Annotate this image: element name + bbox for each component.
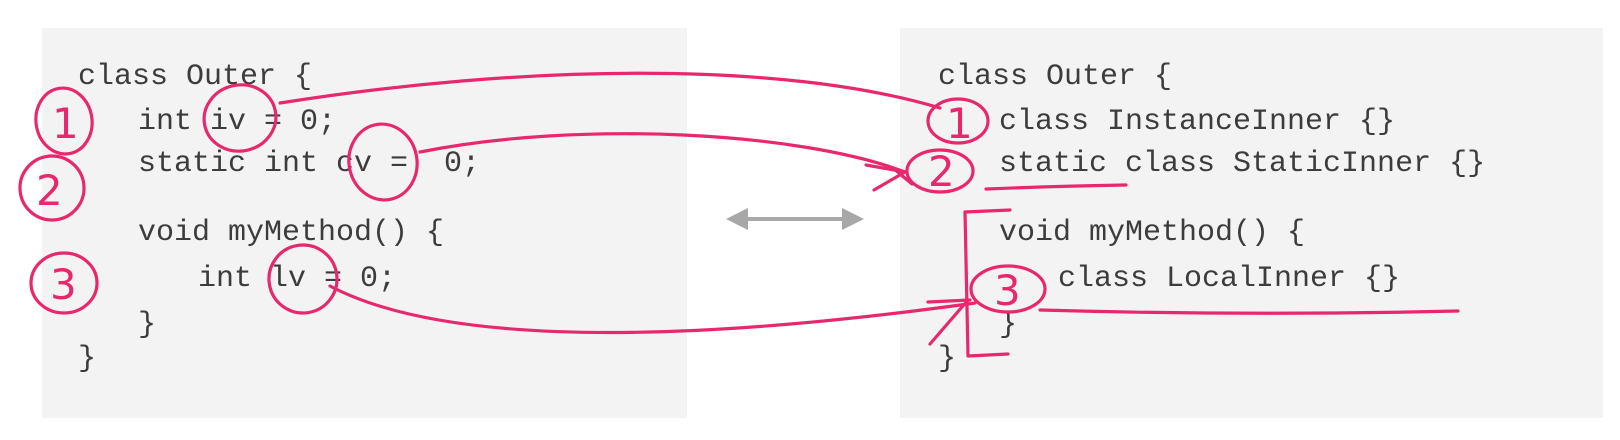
left-code-line-class-outer: class Outer { [78,60,313,94]
right-code-line-local-inner: class LocalInner {} [1058,262,1401,296]
right-code-line-method: void myMethod() { [999,216,1306,250]
left-code-panel: class Outer { int iv = 0; static int cv … [42,28,687,418]
left-code-line-method-close: } [138,308,157,342]
right-code-line-class-outer: class Outer { [938,60,1173,94]
right-code-line-instance-inner: class InstanceInner {} [999,105,1396,139]
left-code-line-local-var: int lv = 0; [198,262,397,296]
left-code-line-class-close: } [78,342,97,376]
right-code-line-class-close: } [938,342,957,376]
left-code-line-instance-var: int iv = 0; [138,105,337,139]
right-code-line-static-inner: static class StaticInner {} [999,147,1486,181]
left-code-line-static-var: static int cv = 0; [138,147,481,181]
double-arrow-icon [726,208,864,230]
right-code-line-method-close: } [999,308,1018,342]
left-code-line-method: void myMethod() { [138,216,445,250]
right-code-panel: class Outer { class InstanceInner {} sta… [900,28,1603,418]
